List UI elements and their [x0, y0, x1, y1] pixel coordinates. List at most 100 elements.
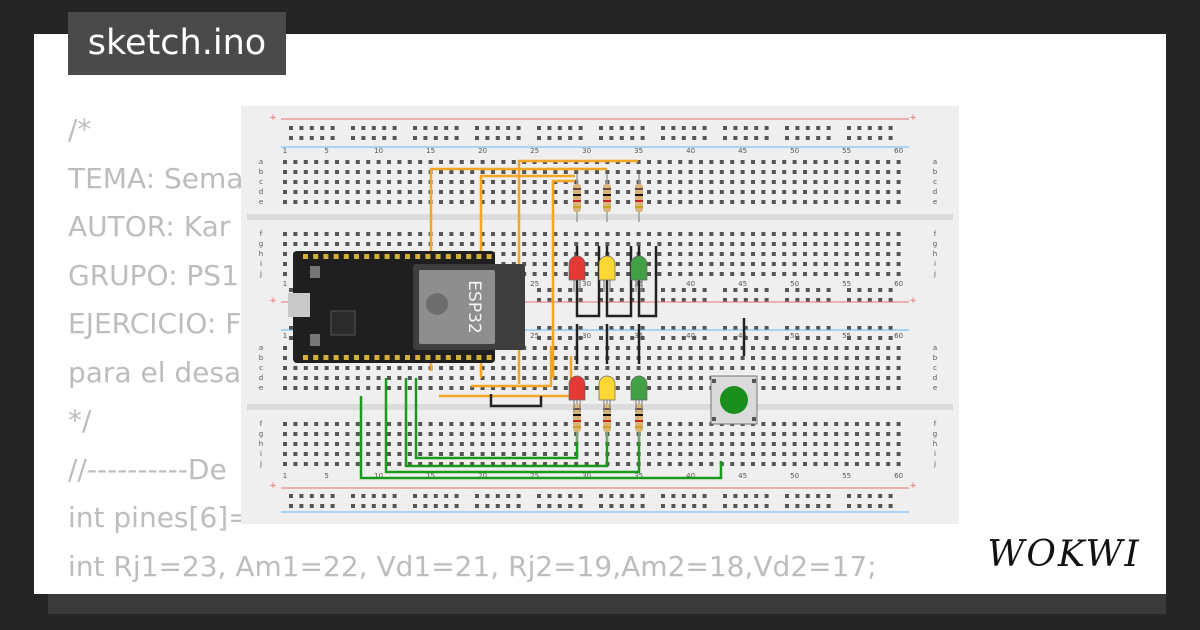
esp32-shield	[419, 270, 495, 344]
resistor[interactable]	[603, 184, 611, 212]
wire-black-1	[489, 394, 543, 408]
chip-small	[330, 310, 356, 336]
code-line: para el desa	[68, 355, 242, 389]
code-line: EJERCICIO: F	[68, 307, 242, 340]
column-number: 60	[894, 472, 903, 480]
row-letter: d	[933, 188, 937, 196]
row-letter: b	[259, 354, 264, 362]
row-letter: g	[933, 430, 937, 438]
column-number: 60	[894, 147, 903, 155]
resistor[interactable]	[573, 404, 581, 432]
resistor[interactable]	[635, 184, 643, 212]
column-number: 55	[842, 147, 851, 155]
espressif-logo	[426, 293, 448, 315]
column-number: 1	[283, 332, 287, 340]
column-number: 35	[634, 147, 643, 155]
row-letter: f	[934, 230, 937, 238]
row-letter: j	[259, 270, 262, 278]
row-letter: h	[933, 250, 937, 258]
column-number: 50	[790, 472, 799, 480]
led[interactable]	[598, 255, 616, 281]
led[interactable]	[568, 255, 586, 281]
column-number: 50	[790, 147, 799, 155]
column-number: 30	[582, 147, 591, 155]
row-letter: e	[933, 384, 937, 392]
row-letter: e	[259, 384, 263, 392]
plus-symbol: +	[269, 113, 277, 123]
column-number: 5	[324, 472, 328, 480]
column-number: 60	[894, 332, 903, 340]
code-line: TEMA: Sema	[68, 161, 244, 195]
pushbutton-cap[interactable]	[720, 386, 748, 414]
plus-symbol: +	[909, 113, 917, 123]
plus-symbol: +	[909, 296, 917, 306]
column-number: 60	[894, 280, 903, 288]
file-tab[interactable]: sketch.ino	[68, 12, 286, 75]
plus-symbol: +	[909, 481, 917, 491]
code-line: //----------De	[68, 452, 227, 486]
led[interactable]	[598, 375, 616, 401]
row-letter: e	[259, 198, 263, 206]
column-number: 55	[842, 472, 851, 480]
led[interactable]	[630, 255, 648, 281]
column-number: 40	[686, 280, 695, 288]
row-letter: g	[259, 240, 263, 248]
column-number: 45	[738, 280, 747, 288]
resistors	[573, 174, 643, 442]
resistor[interactable]	[603, 404, 611, 432]
row-letter: c	[933, 178, 937, 186]
breadboard-diagram[interactable]: 1510152025303540455055601510152025303540…	[241, 106, 959, 524]
pushbutton[interactable]	[710, 375, 758, 425]
row-letter: h	[933, 440, 937, 448]
led[interactable]	[568, 375, 586, 401]
resistor[interactable]	[635, 404, 643, 432]
row-letter: c	[933, 364, 937, 372]
row-letter: f	[260, 230, 263, 238]
row-letter: a	[259, 344, 263, 352]
esp32-board[interactable]: ESP32	[288, 251, 525, 363]
wire-green-1	[359, 396, 723, 480]
led[interactable]	[630, 375, 648, 401]
column-number: 10	[374, 147, 383, 155]
row-letter: d	[259, 374, 263, 382]
row-letter: i	[934, 450, 936, 458]
row-letter: i	[934, 260, 936, 268]
code-line: GRUPO: PS1	[68, 258, 239, 292]
column-number: 45	[738, 472, 747, 480]
column-number: 25	[530, 332, 539, 340]
column-number: 50	[790, 280, 799, 288]
column-number: 1	[283, 147, 287, 155]
esp32-label: ESP32	[464, 280, 484, 333]
wokwi-logo: WOKWI	[987, 534, 1140, 575]
row-letter: b	[933, 354, 938, 362]
row-letter: j	[933, 270, 936, 278]
column-number: 50	[790, 332, 799, 340]
row-letter: a	[933, 158, 937, 166]
column-number: 1	[283, 472, 287, 480]
boot-button[interactable]	[310, 266, 320, 278]
row-letter: d	[933, 374, 937, 382]
column-number: 55	[842, 332, 851, 340]
column-number: 25	[530, 147, 539, 155]
column-number: 40	[686, 147, 695, 155]
row-letter: i	[260, 260, 262, 268]
breadboard-gap-bottom	[247, 404, 953, 410]
column-number: 40	[686, 332, 695, 340]
row-letter: i	[260, 450, 262, 458]
row-letter: d	[259, 188, 263, 196]
resistor[interactable]	[573, 184, 581, 212]
wokwi-wordmark: WOKWI	[987, 534, 1140, 575]
column-number: 45	[738, 332, 747, 340]
reset-button[interactable]	[310, 334, 320, 346]
wire-orange-4	[551, 179, 575, 378]
code-line: int Rj1=23, Am1=22, Vd1=21, Rj2=19,Am2=1…	[68, 549, 877, 583]
code-line: int pines[6]=	[68, 501, 252, 534]
row-letter: g	[933, 240, 937, 248]
wire-green-2	[384, 378, 641, 474]
row-letter: j	[933, 460, 936, 468]
row-letter: a	[933, 344, 937, 352]
column-number: 30	[582, 472, 591, 480]
row-letter: h	[259, 250, 263, 258]
row-letter: f	[934, 420, 937, 428]
